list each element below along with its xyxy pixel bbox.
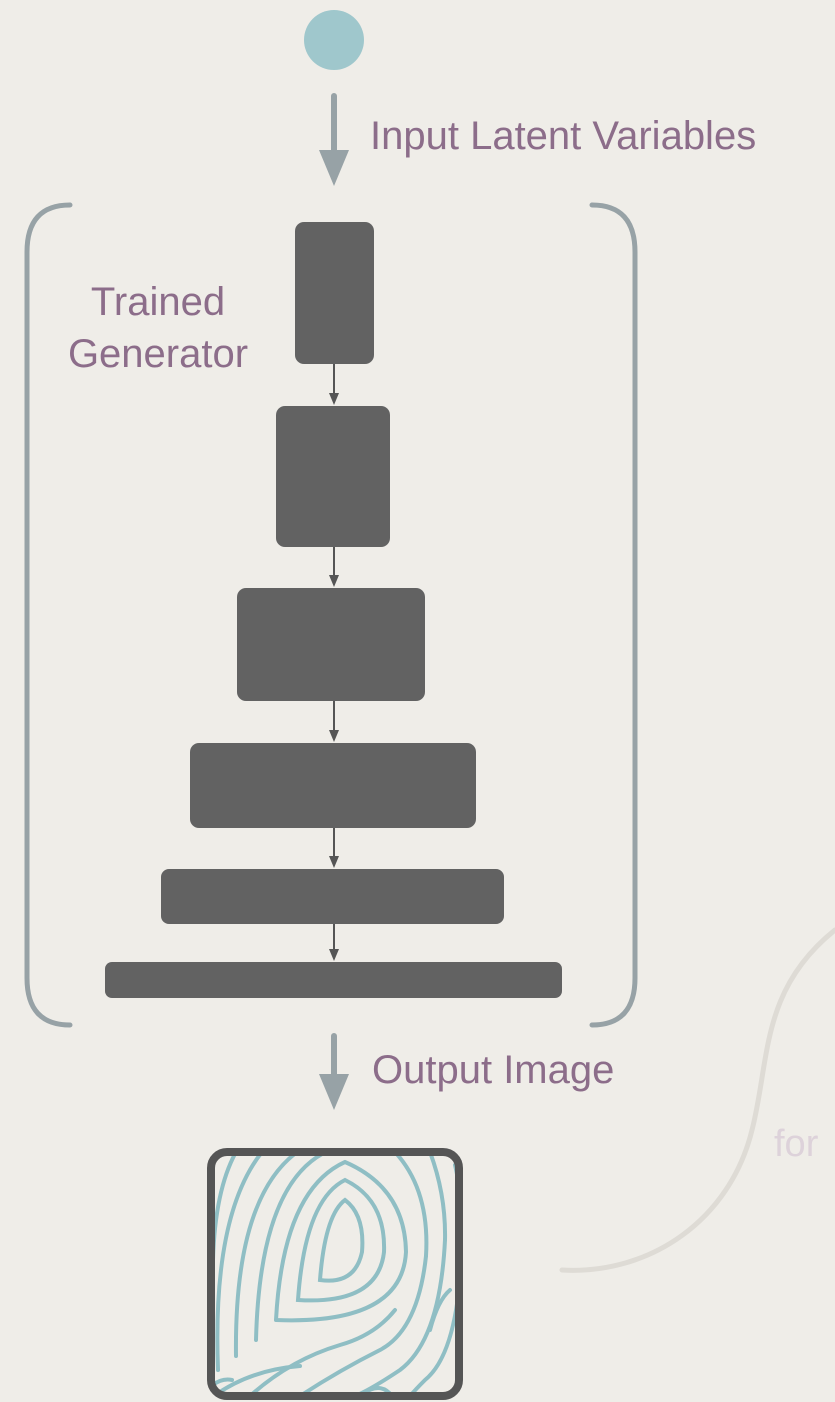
- layer-connector-3: [329, 701, 339, 742]
- output-arrow: [319, 1033, 349, 1110]
- output-fingerprint-image: [207, 1148, 463, 1400]
- output-image-label: Output Image: [372, 1048, 615, 1092]
- generator-layer-6: [105, 962, 562, 998]
- generator-bracket-right: [589, 202, 638, 1028]
- generator-layer-2: [276, 406, 390, 547]
- layer-connector-1: [329, 364, 339, 405]
- generator-layer-4: [190, 743, 476, 828]
- generator-layer-5: [161, 869, 504, 924]
- side-text-label: for: [774, 1123, 819, 1165]
- input-latent-variables-label: Input Latent Variables: [370, 114, 757, 158]
- input-latent-node: [304, 10, 364, 70]
- generator-bracket-left: [24, 202, 73, 1028]
- input-arrow: [319, 93, 349, 186]
- layer-connector-5: [329, 924, 339, 961]
- layer-connector-2: [329, 547, 339, 587]
- generator-layer-1: [295, 222, 374, 364]
- connector-curve: [559, 927, 835, 1273]
- layer-connector-4: [329, 828, 339, 868]
- generator-layer-3: [237, 588, 425, 701]
- fingerprint-frame: [207, 1148, 463, 1400]
- fingerprint-ridges: [211, 1152, 459, 1396]
- trained-generator-label: Trained Generator: [67, 280, 249, 376]
